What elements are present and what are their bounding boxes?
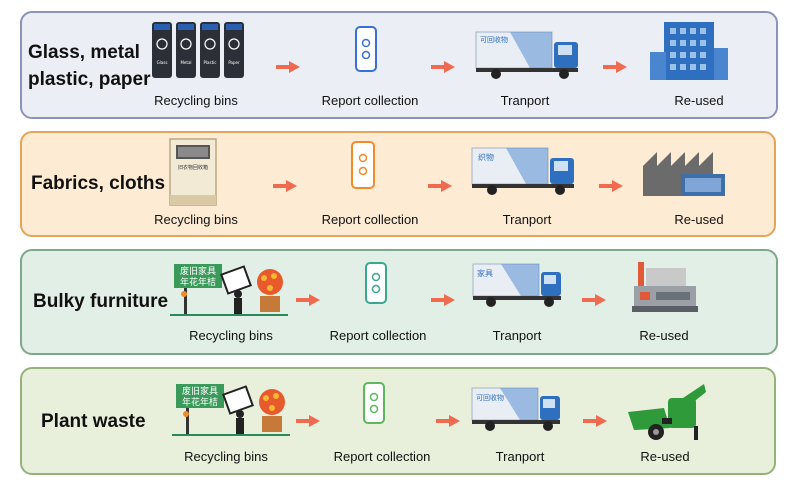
step-label: Recycling bins	[154, 212, 238, 227]
step-label: Recycling bins	[154, 93, 238, 108]
arrow-icon	[599, 180, 623, 192]
truck-icon: 可回收物	[475, 31, 578, 79]
factory-icon	[643, 152, 725, 196]
step-label: Re-used	[674, 212, 724, 227]
truck-text: 家具	[477, 268, 493, 278]
truck-icon: 织物	[471, 147, 574, 195]
phone-icon	[355, 26, 377, 72]
arrow-icon	[436, 415, 460, 427]
category-title: Fabrics, cloths	[31, 173, 166, 194]
sign-text: 废旧家具	[180, 265, 216, 277]
wood-chipper-icon	[628, 384, 706, 440]
category-title: Plant waste	[41, 411, 146, 432]
bin-label: Glass	[157, 60, 168, 65]
step-label: Recycling bins	[189, 328, 273, 343]
building-icon	[650, 22, 728, 80]
arrow-icon	[431, 61, 455, 73]
arrow-icon	[296, 294, 320, 306]
truck-icon: 可回收物	[471, 387, 560, 431]
arrow-icon	[276, 61, 300, 73]
category-title: Bulky furniture	[33, 291, 169, 312]
clothes-bin-icon: 旧衣物回收箱	[169, 138, 217, 206]
bin-label: Metal	[180, 60, 191, 65]
arrow-icon	[431, 294, 455, 306]
bin-label: Paper	[228, 60, 240, 65]
sign-text: 年花年桔	[182, 396, 218, 408]
step-label: Report collection	[321, 93, 419, 108]
furniture-collection-icon: 废旧家具 年花年桔	[170, 264, 288, 316]
sign-text: 废旧家具	[182, 385, 218, 397]
recycling-bins-icon: Glass Metal Plastic Paper	[152, 22, 244, 78]
arrow-icon	[582, 294, 606, 306]
step-label: Tranport	[502, 212, 552, 227]
step-label: Tranport	[500, 93, 550, 108]
plant-collection-icon: 废旧家具 年花年桔	[172, 384, 290, 436]
step-label: Re-used	[640, 449, 690, 464]
step-label: Report collection	[321, 212, 419, 227]
arrow-icon	[583, 415, 607, 427]
truck-text: 织物	[478, 152, 494, 162]
step-label: Re-used	[674, 93, 724, 108]
bin-label: Plastic	[204, 60, 217, 65]
category-title: Glass, metal plastic, paper	[28, 42, 151, 90]
truck-text: 可回收物	[476, 393, 504, 402]
step-label: Recycling bins	[184, 449, 268, 464]
truck-icon: 家具	[472, 263, 561, 307]
arrow-icon	[428, 180, 452, 192]
bin-text: 旧衣物回收箱	[178, 164, 208, 171]
arrow-icon	[273, 180, 297, 192]
phone-icon	[363, 382, 385, 424]
phone-icon	[365, 262, 387, 304]
step-label: Report collection	[329, 328, 427, 343]
arrow-icon	[603, 61, 627, 73]
phone-icon	[351, 141, 375, 189]
step-label: Report collection	[333, 449, 431, 464]
step-label: Tranport	[492, 328, 542, 343]
arrow-icon	[296, 415, 320, 427]
step-label: Re-used	[639, 328, 689, 343]
truck-text: 可回收物	[480, 35, 508, 44]
processing-plant-icon	[632, 262, 698, 312]
step-label: Tranport	[495, 449, 545, 464]
sign-text: 年花年桔	[180, 276, 216, 288]
